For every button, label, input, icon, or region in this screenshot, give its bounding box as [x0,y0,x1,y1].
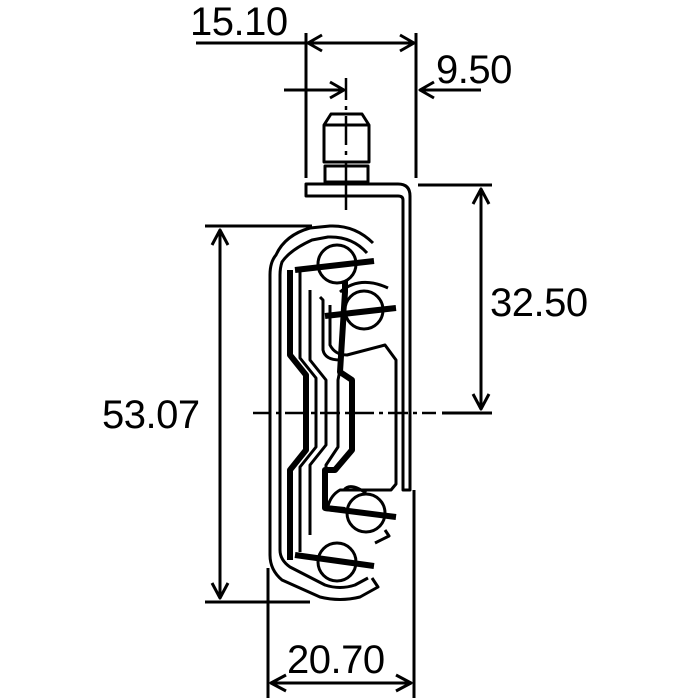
dim-label-top-width: 15.10 [190,0,288,44]
dim-9-50-lines [284,80,481,100]
ball-bearing-1 [294,243,375,285]
intermediate-rail [287,270,328,560]
dim-20-70-lines [266,490,416,698]
dim-32-50-lines [418,183,492,415]
dim-label-mount-height: 32.50 [490,281,588,325]
dim-label-total-height: 53.07 [102,393,200,437]
outer-rail [268,224,380,601]
dim-label-bottom-width: 20.70 [287,638,385,682]
ball-bearing-3 [324,485,397,545]
mounting-bracket [304,182,412,492]
ball-bearing-4 [294,541,375,583]
mounting-bolt [322,112,371,184]
dim-15-10-lines [196,33,418,178]
inner-rail [318,280,398,513]
dim-53-07-lines [205,224,312,604]
ball-bearing-2 [324,280,397,331]
dim-label-offset: 9.50 [436,48,512,92]
